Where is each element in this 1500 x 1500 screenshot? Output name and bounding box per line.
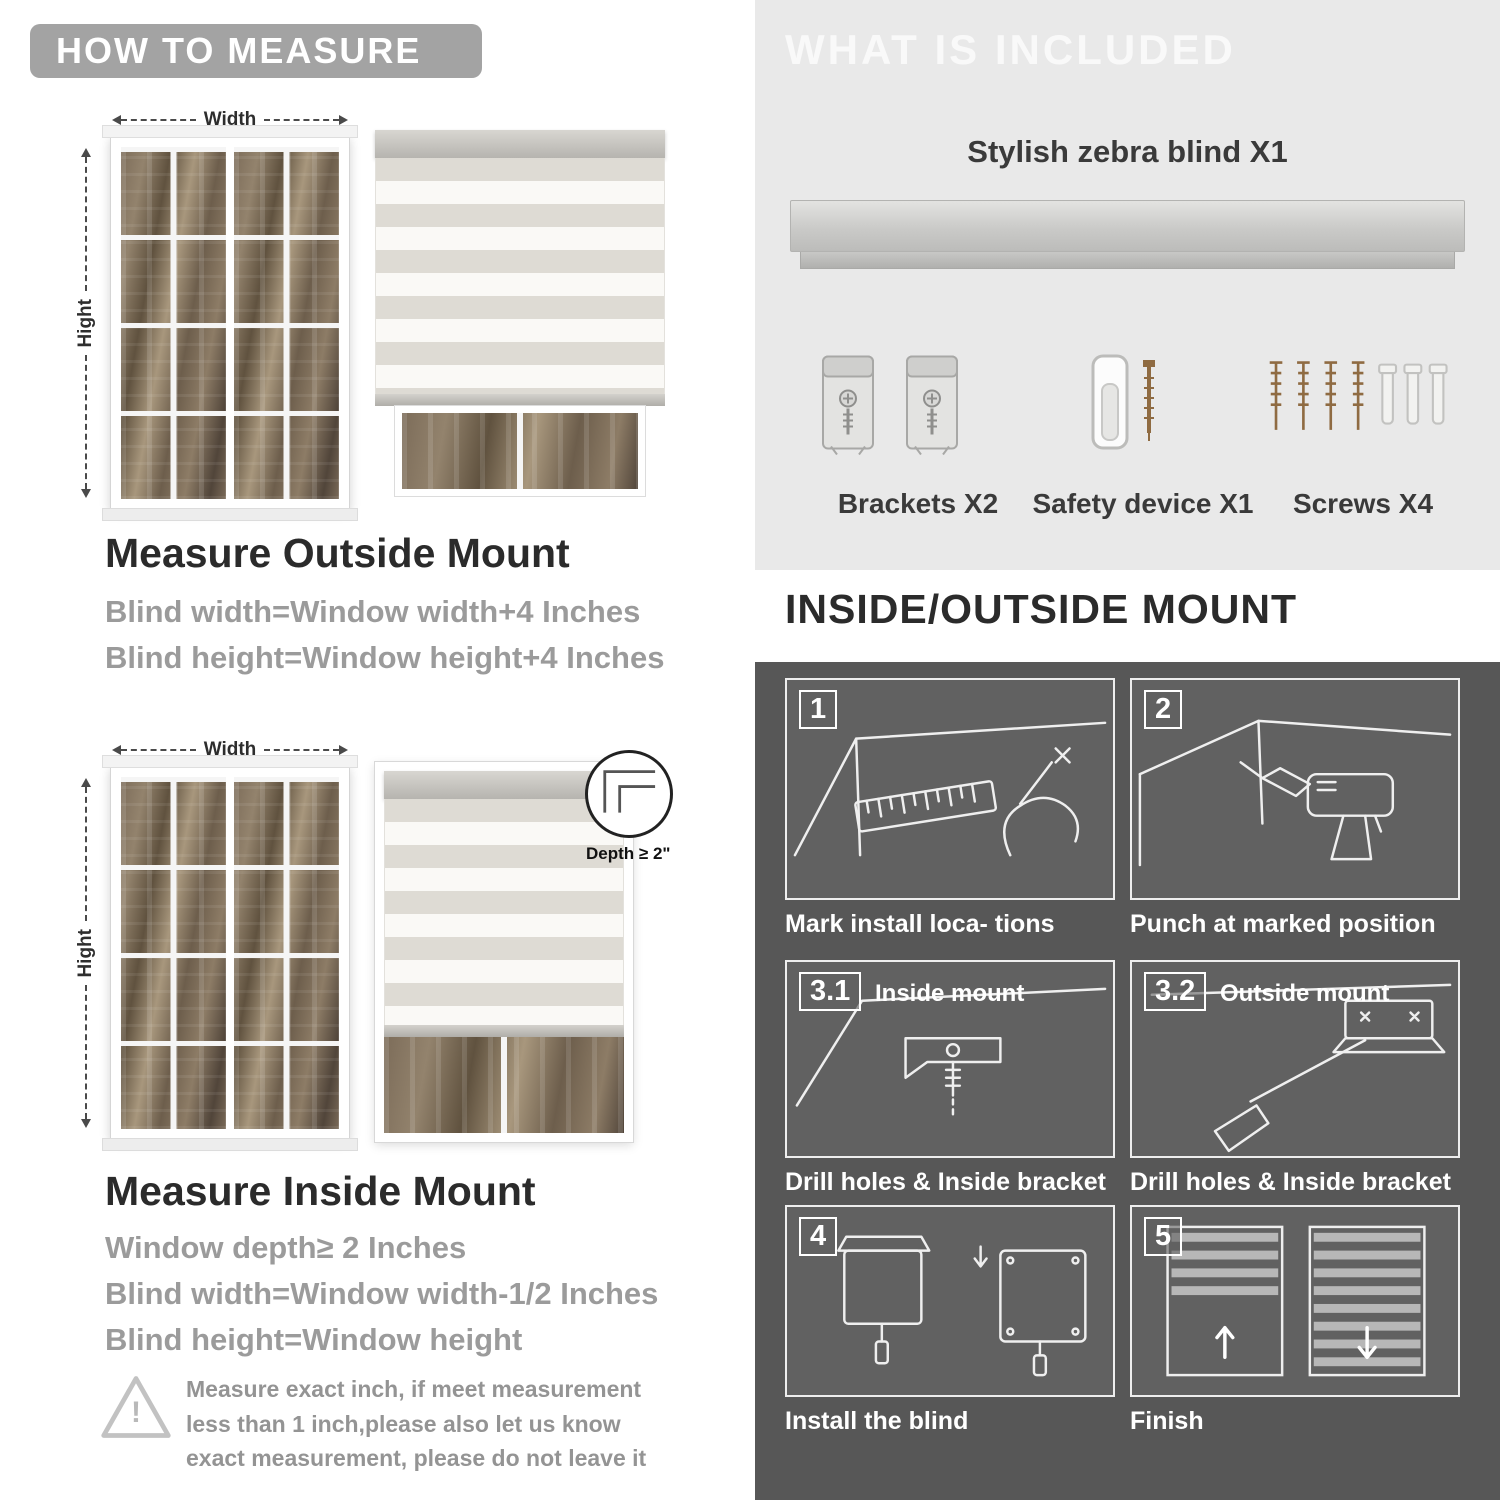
zebra-blind-inside-mount-illustration (374, 761, 634, 1143)
blind-stripes (384, 799, 624, 1025)
step-caption: Drill holes & Inside bracket (1130, 1168, 1451, 1196)
zebra-blind-headrail-illustration (790, 200, 1465, 269)
step-tag: Outside mount (1220, 980, 1390, 1007)
height-label: Hight (75, 928, 96, 978)
window-sash (234, 777, 339, 1129)
warning-mark: ! (131, 1396, 141, 1429)
step-3-2-tile: 3.2 Outside mount (1130, 960, 1460, 1158)
outside-mount-title: Measure Outside Mount (105, 530, 570, 576)
window-illustration-inside (102, 755, 358, 1151)
mark-locations-illustration (793, 721, 1107, 857)
zebra-blind-outside-mount-illustration (375, 130, 665, 497)
step-5-tile: 5 (1130, 1205, 1460, 1397)
inside-outside-mount-title: INSIDE/OUTSIDE MOUNT (785, 586, 1298, 632)
step-caption: Drill holes & Inside bracket (785, 1168, 1106, 1196)
step-caption: Finish (1130, 1407, 1204, 1435)
step-number: 1 (799, 690, 838, 729)
width-label: Width (203, 739, 257, 760)
bracket-icon (822, 355, 874, 456)
blind-cassette (375, 130, 665, 158)
inside-mount-rule-depth: Window depth≥ 2 Inches (105, 1230, 467, 1265)
window-illustration-outside (102, 125, 358, 521)
safety-device-icon (1091, 354, 1155, 450)
how-to-measure-title: HOW TO MEASURE (56, 30, 422, 71)
step-3-1: 3.1 Inside mount Drill holes & Inside br… (785, 960, 1115, 1197)
safety-device-illustration (1077, 348, 1177, 456)
step-caption: Mark install loca- tions (785, 910, 1055, 938)
step-1-tile: 1 (785, 678, 1115, 900)
inside-mount-rule-height: Blind height=Window height (105, 1322, 523, 1357)
step-caption: Punch at marked position (1130, 910, 1436, 938)
mount-steps-section: 1 Mark install loca- tions (755, 662, 1500, 1500)
warning-triangle-icon: ! (98, 1372, 174, 1442)
window-sash (234, 147, 339, 499)
window-below-blind (384, 1037, 624, 1133)
what-is-included-section: WHAT IS INCLUDED Stylish zebra blind X1 (755, 0, 1500, 570)
drill-illustration (1138, 719, 1452, 867)
safety-device-label: Safety device X1 (1032, 488, 1254, 519)
install-blind-illustration (837, 1235, 1087, 1377)
headrail-bottom (800, 252, 1455, 269)
blind-stripes (375, 158, 665, 394)
height-arrow: Hight (75, 778, 96, 1129)
brackets-label: Brackets X2 (837, 488, 999, 519)
window-sash (121, 147, 226, 499)
step-2-tile: 2 (1130, 678, 1460, 900)
window-corner-depth-icon (603, 770, 656, 813)
step-caption: Install the blind (785, 1407, 969, 1435)
how-to-measure-banner: HOW TO MEASURE (30, 24, 482, 78)
blind-bottom-rail (384, 1025, 624, 1037)
what-is-included-title: WHAT IS INCLUDED (785, 26, 1236, 73)
finish-illustration (1166, 1225, 1426, 1377)
step-3-1-tile: 3.1 Inside mount (785, 960, 1115, 1158)
step-tag: Inside mount (875, 980, 1025, 1007)
outside-mount-rule-width: Blind width=Window width+4 Inches (105, 594, 641, 629)
height-arrow: Hight (75, 148, 96, 499)
step-4: 4 Install the bli (785, 1205, 1115, 1436)
window-sash (121, 777, 226, 1129)
inside-mount-title: Measure Inside Mount (105, 1168, 536, 1214)
zebra-blind-label: Stylish zebra blind X1 (967, 134, 1288, 169)
step-number: 5 (1144, 1217, 1183, 1256)
screws-illustration (1263, 352, 1448, 452)
step-3-2: 3.2 Outside mount Drill holes & Inside b… (1130, 960, 1460, 1197)
width-arrow: Width (112, 109, 348, 130)
brackets-illustration (813, 345, 967, 460)
step-number: 2 (1144, 690, 1183, 729)
step-number: 3.1 (799, 972, 862, 1011)
how-to-measure-section: HOW TO MEASURE Width Hight Measure Outsi… (30, 24, 673, 1471)
width-arrow: Width (112, 739, 348, 760)
step-4-tile: 4 (785, 1205, 1115, 1397)
width-label: Width (203, 109, 257, 130)
step-5: 5 (1130, 1205, 1460, 1436)
screws-icon (1269, 361, 1448, 430)
step-number: 3.2 (1144, 972, 1207, 1011)
depth-detail-callout (585, 750, 673, 838)
inside-mount-rule-width: Blind width=Window width-1/2 Inches (105, 1276, 659, 1311)
blind-cassette (384, 771, 624, 799)
step-number: 4 (799, 1217, 838, 1256)
step-1: 1 Mark install loca- tions (785, 678, 1115, 939)
window-below-blind (394, 405, 646, 497)
step-2: 2 Punch at marked position (1130, 678, 1460, 939)
headrail-top (790, 200, 1465, 252)
outside-mount-rule-height: Blind height=Window height+4 Inches (105, 640, 665, 675)
screws-label: Screws X4 (1292, 488, 1434, 519)
depth-label: Depth ≥ 2" (586, 844, 671, 863)
bracket-icon (906, 355, 958, 456)
height-label: Hight (75, 298, 96, 348)
blind-bottom-rail (375, 394, 665, 406)
inside-bracket-illustration (795, 987, 1107, 1121)
mount-title-band: INSIDE/OUTSIDE MOUNT (755, 570, 1500, 662)
measurement-note: Measure exact inch, if meet measurement … (186, 1376, 647, 1471)
